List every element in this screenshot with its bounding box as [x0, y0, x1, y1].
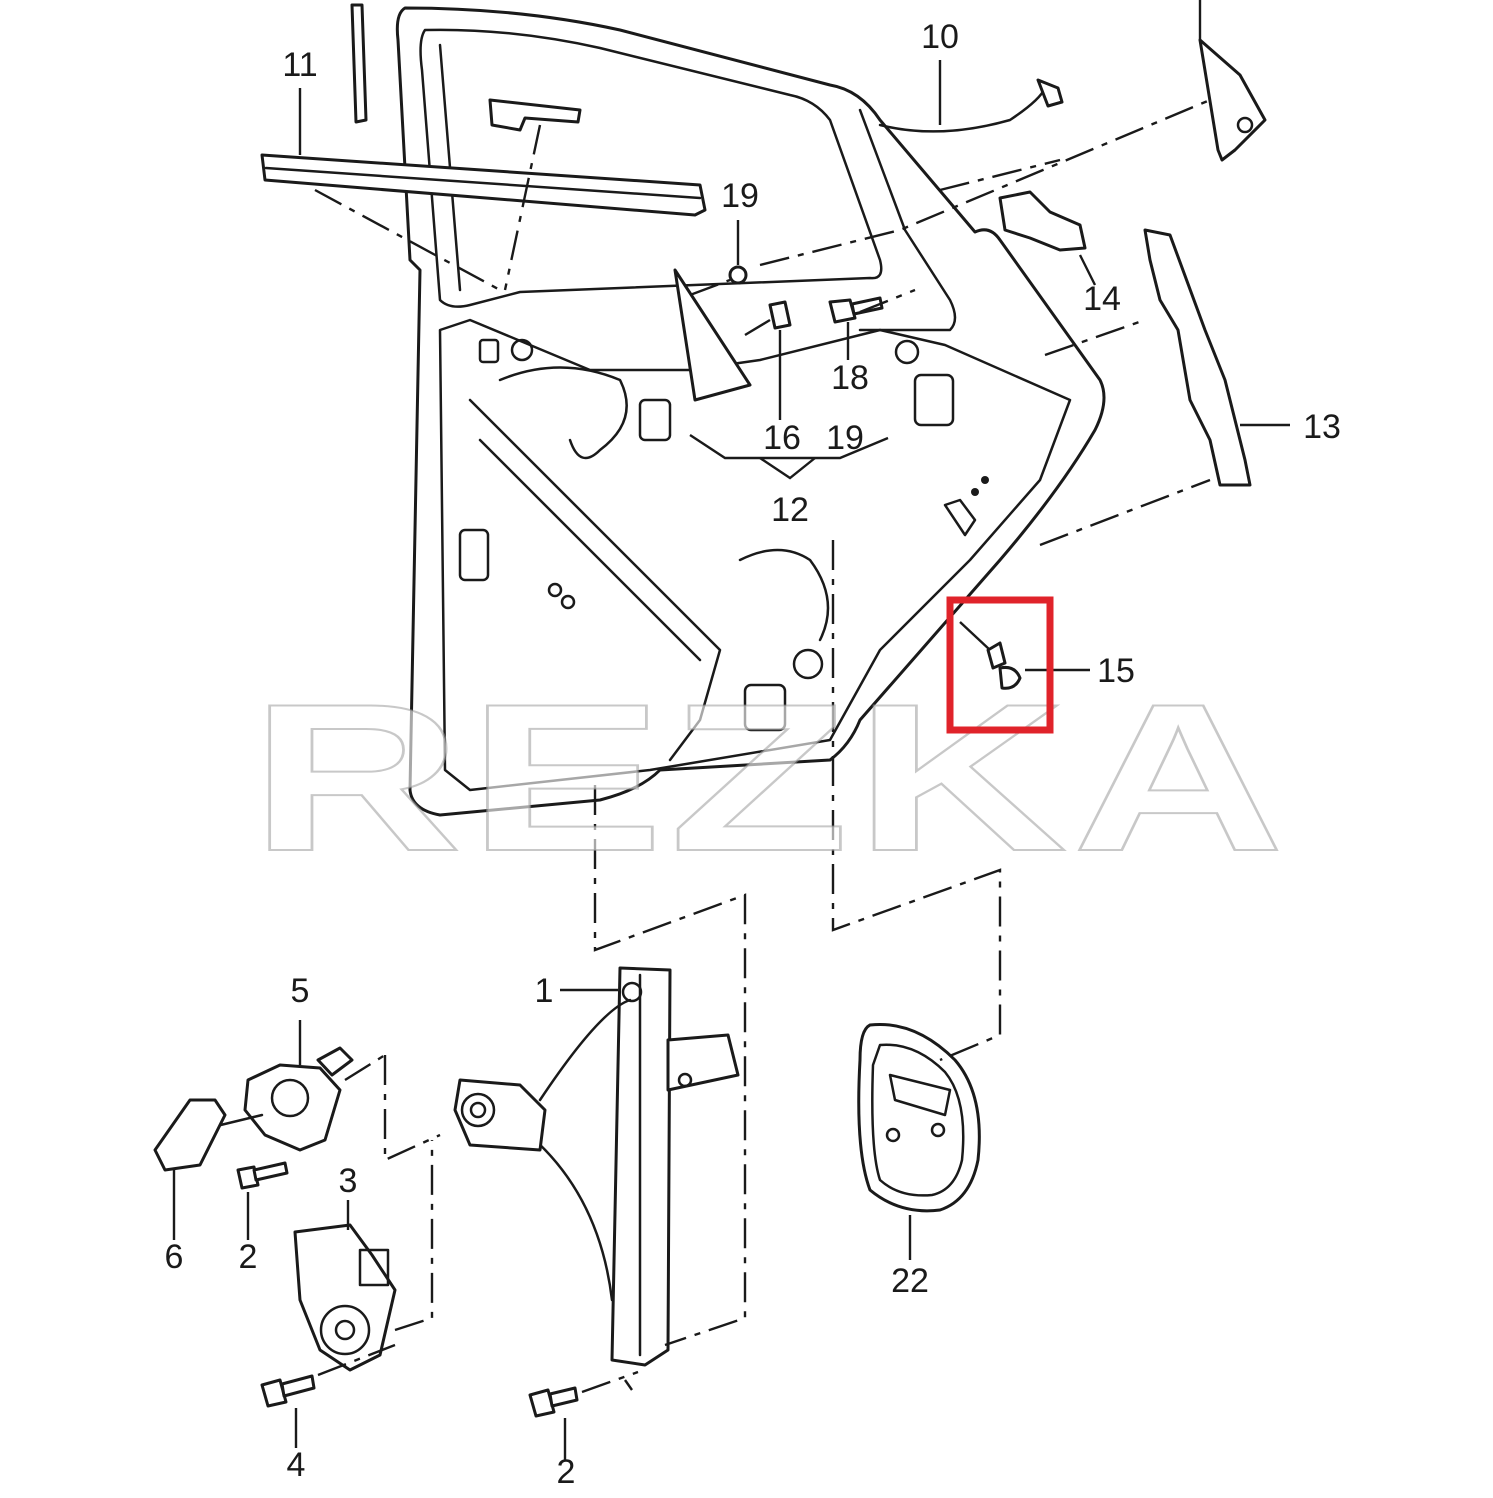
crank-handle-part-6: [153, 1098, 227, 1172]
highlight-box-part-15: [946, 596, 1054, 734]
side-trim-part-13: [1143, 228, 1252, 487]
callout-22: 22: [891, 1262, 929, 1300]
door-shell: [395, 6, 1106, 817]
watermark-text: REZKA: [250, 660, 1290, 895]
clip-part-16: [768, 300, 792, 330]
window-regulator-part-1: [453, 966, 740, 1367]
window-motor-part-3: [293, 1223, 397, 1372]
callout-5: 5: [291, 972, 310, 1010]
callout-labels: 10 11 19 14 18 13 16 19 12 15 1 5 3 6 2 …: [165, 18, 1341, 1491]
callout-16: 16: [763, 419, 801, 457]
leader-lines: [172, 0, 1290, 1460]
callout-3: 3: [339, 1162, 358, 1200]
cover-panel-part-22: [857, 1022, 981, 1213]
vertical-trim-strip-part: [350, 3, 368, 124]
window-seal-strip-part: [260, 153, 707, 217]
bolt-part-18: [828, 296, 884, 324]
bracket-part-14: [998, 190, 1087, 252]
callout-2-lower: 2: [557, 1453, 576, 1491]
callout-10: 10: [921, 18, 959, 56]
callout-18: 18: [831, 359, 869, 397]
top-right-trim-part: [1198, 38, 1267, 162]
screw-part-2-lower: [528, 1386, 579, 1418]
triangle-trim-part-16: [673, 268, 752, 402]
callout-15: 15: [1097, 652, 1135, 690]
callout-14: 14: [1083, 280, 1121, 318]
crank-housing-part-5: [198, 1046, 354, 1152]
callout-19-lower: 19: [826, 419, 864, 457]
callout-4: 4: [287, 1446, 306, 1484]
upper-channel-part: [488, 98, 582, 132]
assembly-dashed-lines: [314, 98, 1211, 1394]
callout-2-upper: 2: [239, 1238, 258, 1276]
trim-clip-icon: [1236, 116, 1254, 134]
callout-11: 11: [282, 46, 317, 84]
callout-12: 12: [771, 491, 809, 529]
callout-1: 1: [535, 972, 554, 1010]
callout-19-upper: 19: [721, 177, 759, 215]
callout-13: 13: [1303, 408, 1341, 446]
bolt-part-15: [959, 621, 1022, 690]
door-cable-part: [878, 78, 1064, 133]
clip-part-19: [728, 265, 748, 285]
screw-part-4: [260, 1374, 316, 1408]
callout-6: 6: [165, 1238, 184, 1276]
screw-part-2-upper: [236, 1161, 289, 1190]
